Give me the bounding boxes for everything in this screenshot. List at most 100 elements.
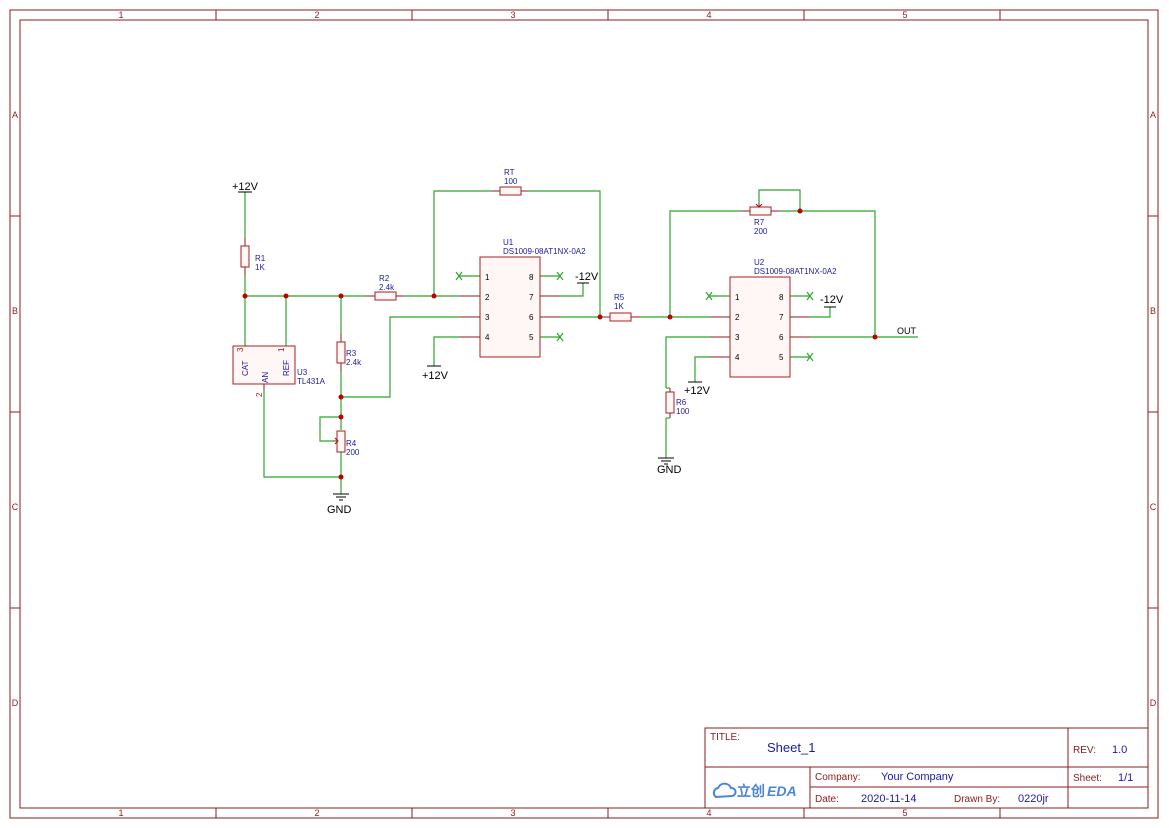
u3-num-an: 2 bbox=[255, 392, 264, 397]
u3-pin-an: AN bbox=[261, 372, 270, 383]
resistor-r2[interactable]: R2 2.4k bbox=[366, 274, 405, 301]
logo-eda: EDA bbox=[767, 783, 797, 799]
u1-pin-2: 2 bbox=[485, 293, 490, 302]
r6-value: 100 bbox=[676, 407, 690, 416]
nc-u1-pin8 bbox=[540, 271, 564, 281]
frame-row-right-d: D bbox=[1150, 698, 1157, 708]
drawn-by-value: 0220jr bbox=[1018, 793, 1049, 805]
sheet-value: 1/1 bbox=[1118, 772, 1133, 784]
company-label: Company: bbox=[815, 772, 861, 783]
power-symbols: +12V +12V -12V +12V -12V GND GND OUT bbox=[232, 181, 917, 516]
wires bbox=[244, 189, 918, 494]
ic-u1[interactable]: U1 DS1009-08AT1NX-0A2 1 2 3 4 8 7 6 5 bbox=[460, 238, 586, 358]
title-block: TITLE: Sheet_1 REV: 1.0 Company: Your Co… bbox=[704, 727, 1149, 809]
net-label-m12-u2: -12V bbox=[820, 294, 844, 306]
resistor-r3[interactable]: R3 2.4k bbox=[336, 334, 362, 372]
ic-u3-tl431a[interactable]: CAT REF AN 3 1 2 U3 TL431A bbox=[232, 345, 326, 397]
r5-ref: R5 bbox=[614, 293, 625, 302]
u2-ref: U2 bbox=[754, 258, 765, 267]
frame-row-right-a: A bbox=[1150, 110, 1156, 120]
cloud-icon bbox=[712, 782, 737, 799]
frame-col-top-1: 1 bbox=[118, 10, 123, 20]
r7-ref: R7 bbox=[754, 218, 765, 227]
u1-pin-8: 8 bbox=[529, 273, 534, 282]
frame-row-left-b: B bbox=[12, 306, 18, 316]
company-value: Your Company bbox=[881, 771, 954, 783]
u3-pin-ref: REF bbox=[282, 360, 291, 376]
resistor-r5[interactable]: R5 1K bbox=[604, 293, 640, 322]
nc-u2-pin1 bbox=[705, 291, 730, 301]
drawing-frame bbox=[9, 9, 1159, 819]
nc-u2-pin8 bbox=[790, 291, 814, 301]
u1-pin-4: 4 bbox=[485, 333, 490, 342]
net-label-gnd-left: GND bbox=[327, 504, 352, 516]
u1-pin-3: 3 bbox=[485, 313, 490, 322]
u2-pin-8: 8 bbox=[779, 293, 784, 302]
u3-num-cat: 3 bbox=[236, 347, 245, 352]
frame-row-left-c: C bbox=[12, 502, 19, 512]
resistor-r1[interactable]: R1 1K bbox=[240, 238, 266, 276]
r2-ref: R2 bbox=[379, 274, 390, 283]
u3-ref: U3 bbox=[297, 368, 308, 377]
u2-pin-3: 3 bbox=[735, 333, 740, 342]
potentiometer-r7[interactable]: R7 200 bbox=[742, 203, 780, 236]
drawn-by-label: Drawn By: bbox=[954, 794, 1000, 805]
logo-cn: 立创 bbox=[737, 783, 765, 799]
frame-col-top-2: 2 bbox=[314, 10, 319, 20]
r6-ref: R6 bbox=[676, 398, 687, 407]
net-label-out: OUT bbox=[897, 326, 917, 336]
u1-pin-1: 1 bbox=[485, 273, 490, 282]
u3-pin-cat: CAT bbox=[241, 360, 250, 376]
frame-row-right-b: B bbox=[1150, 306, 1156, 316]
frame-col-bottom-5: 5 bbox=[902, 808, 907, 818]
u2-pin-1: 1 bbox=[735, 293, 740, 302]
u3-part: TL431A bbox=[297, 377, 326, 386]
u2-part: DS1009-08AT1NX-0A2 bbox=[754, 267, 837, 276]
r2-value: 2.4k bbox=[379, 283, 395, 292]
u2-pin-7: 7 bbox=[779, 313, 784, 322]
u2-pin-5: 5 bbox=[779, 353, 784, 362]
rev-value: 1.0 bbox=[1112, 744, 1127, 756]
u2-pin-6: 6 bbox=[779, 333, 784, 342]
sheet-label: Sheet: bbox=[1073, 773, 1102, 784]
frame-col-bottom-4: 4 bbox=[706, 808, 711, 818]
u1-pin-5: 5 bbox=[529, 333, 534, 342]
r1-value: 1K bbox=[255, 263, 265, 272]
r1-ref: R1 bbox=[255, 254, 266, 263]
frame-col-top-5: 5 bbox=[902, 10, 907, 20]
potentiometer-r4[interactable]: R4 200 bbox=[333, 430, 360, 457]
resistor-r6[interactable]: R6 100 bbox=[665, 387, 690, 419]
u3-num-ref: 1 bbox=[277, 347, 286, 352]
net-label-gnd-right: GND bbox=[657, 464, 682, 476]
frame-row-left-a: A bbox=[12, 110, 18, 120]
r5-value: 1K bbox=[614, 302, 624, 311]
ic-u2[interactable]: U2 DS1009-08AT1NX-0A2 1 2 3 4 8 7 6 5 bbox=[710, 258, 837, 378]
r7-value: 200 bbox=[754, 227, 768, 236]
junctions bbox=[242, 208, 878, 480]
frame-col-bottom-1: 1 bbox=[118, 808, 123, 818]
r4-ref: R4 bbox=[346, 439, 357, 448]
frame-col-top-3: 3 bbox=[510, 10, 515, 20]
net-label-m12-u1: -12V bbox=[575, 271, 599, 283]
frame-col-top-4: 4 bbox=[706, 10, 711, 20]
r3-ref: R3 bbox=[346, 349, 357, 358]
r3-value: 2.4k bbox=[346, 358, 362, 367]
r4-value: 200 bbox=[346, 448, 360, 457]
frame-col-bottom-3: 3 bbox=[510, 808, 515, 818]
u2-pin-4: 4 bbox=[735, 353, 740, 362]
title-label: TITLE: bbox=[710, 732, 740, 743]
nc-u1-pin1 bbox=[455, 271, 480, 281]
u1-pin-7: 7 bbox=[529, 293, 534, 302]
u1-pin-6: 6 bbox=[529, 313, 534, 322]
sheet-title: Sheet_1 bbox=[767, 740, 815, 755]
resistor-rt[interactable]: RT 100 bbox=[492, 168, 528, 196]
nc-u2-pin5 bbox=[790, 352, 814, 362]
nc-u1-pin5 bbox=[540, 332, 564, 342]
net-label-p12-u1: +12V bbox=[422, 370, 449, 382]
u1-ref: U1 bbox=[503, 238, 514, 247]
net-label-p12-top: +12V bbox=[232, 181, 259, 193]
u1-part: DS1009-08AT1NX-0A2 bbox=[503, 247, 586, 256]
net-label-p12-u2: +12V bbox=[684, 385, 711, 397]
frame-row-left-d: D bbox=[12, 698, 19, 708]
